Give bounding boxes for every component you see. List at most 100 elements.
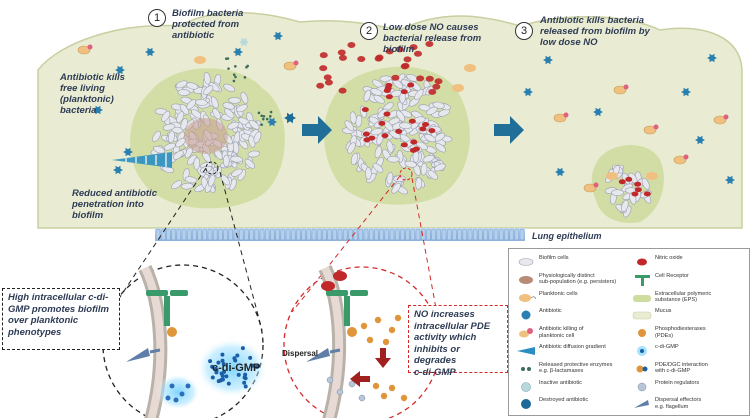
c-di-gmp-molecule [243, 384, 248, 389]
epithelial-cell [447, 228, 452, 241]
protein-regulator [326, 376, 334, 384]
killing-marker [653, 124, 659, 130]
step-1-label: Biofilm bacteria protected from antibiot… [172, 8, 243, 41]
legend-label-line: planktonic cell [539, 332, 575, 339]
circle-clip-cover [100, 418, 400, 420]
legend-label: Biofilm cells [539, 255, 623, 261]
biofilm-cell [240, 91, 249, 104]
epithelial-cell [499, 228, 504, 241]
killing-marker [723, 114, 729, 120]
biofilm-cell [176, 111, 185, 124]
biofilm-cell [186, 99, 197, 110]
epithelial-cell [166, 228, 171, 241]
epithelial-cell [207, 228, 213, 241]
epithelial-cell [223, 228, 228, 241]
killing-marker [623, 84, 629, 90]
biofilm-cell [228, 97, 241, 104]
biofilm-cell [168, 130, 175, 144]
epithelial-cell [343, 228, 348, 241]
nitric-oxide-molecule [401, 62, 410, 69]
biofilm-cell [370, 88, 383, 96]
zoom-line-left-b [219, 171, 263, 331]
biofilm-cell [152, 130, 161, 143]
kill-line-1: Antibiotic kills [60, 72, 125, 83]
epithelial-cell [233, 228, 239, 241]
kill-line-2: free living [60, 83, 105, 94]
killing-marker [593, 182, 599, 188]
legend-label-line: Phosphodiesterases [655, 326, 706, 333]
c-di-gmp-cloud [196, 338, 268, 398]
pen-line-1: Reduced antibiotic [72, 188, 157, 199]
biofilm-cell [248, 119, 260, 130]
nitric-oxide-molecule [413, 50, 422, 57]
nitric-oxide-molecule [385, 48, 394, 55]
released-enzyme [265, 117, 269, 121]
nitric-oxide-molecule [631, 191, 639, 197]
epithelial-cell [389, 228, 395, 241]
callout-left-line-3: over planktonic [8, 315, 79, 326]
membrane-right [318, 265, 347, 420]
biofilm-cell [433, 163, 446, 172]
nitric-oxide-molecule [374, 55, 383, 62]
biofilm-cell [211, 96, 219, 109]
epithelial-cell [369, 228, 374, 241]
biofilm-cell [202, 85, 214, 96]
membrane-left [138, 265, 168, 420]
nitric-oxide-molecule [347, 41, 356, 48]
legend-item: Cell Receptor [631, 273, 747, 289]
epithelial-cell [192, 228, 197, 241]
c-di-gmp-molecule [210, 364, 215, 369]
lung-epithelium-label: Lung epithelium [532, 231, 602, 241]
nitric-oxide-molecule [385, 82, 393, 88]
antibiotic-molecule [123, 147, 133, 157]
biofilm-cell [386, 140, 394, 153]
c-di-gmp-molecule [173, 397, 179, 403]
nitric-oxide-molecule [428, 128, 436, 134]
released-enzyme [234, 65, 237, 68]
pde-molecule [400, 394, 408, 402]
nitric-oxide-molecule [337, 49, 346, 56]
legend-item: Inactive antibiotic [515, 380, 631, 396]
callout-right-line-1: NO increases [414, 309, 475, 320]
epithelial-cell [244, 228, 249, 241]
cell-receptor-left [146, 290, 188, 337]
nitric-oxide-molecule [432, 83, 441, 90]
biofilm-cell [175, 80, 188, 89]
no-pde-callout: NO increases intracellular PDE activity … [408, 305, 508, 378]
epithelial-cell [384, 228, 389, 241]
killing-marker [563, 112, 569, 118]
nitric-oxide-molecule [634, 181, 642, 187]
c-di-gmp-molecule [208, 359, 213, 364]
pde-molecule [380, 392, 388, 400]
nitric-oxide-molecule [409, 44, 418, 51]
antibiotic-molecule [267, 117, 277, 127]
planktonic-cell [452, 84, 464, 92]
nitric-oxide-molecule [383, 111, 391, 117]
biofilm-cell [414, 89, 424, 100]
nitric-oxide-molecule [409, 147, 417, 153]
epithelial-cell [259, 228, 265, 241]
nitric-oxide-molecule [381, 133, 389, 139]
biofilm-cell [392, 79, 404, 89]
legend-item: Antibiotic diffusion gradient [515, 344, 631, 360]
biofilm-cell [437, 109, 451, 117]
pde-molecule [394, 314, 402, 322]
biofilm-cell [424, 134, 436, 143]
antibiotic-molecule [555, 167, 565, 177]
step-2-line-2: bacterial release from [383, 33, 482, 44]
released-enzyme [232, 73, 236, 77]
epithelial-cell [155, 228, 161, 241]
legend-label: Inactive antibiotic [539, 380, 623, 386]
legend-label-line: substance (EPS) [655, 297, 697, 303]
epithelial-cell [197, 228, 202, 241]
c-di-gmp-molecule [220, 377, 225, 382]
step-3-line-2: released from biofilm by [540, 26, 650, 37]
antibiotic-molecule [145, 47, 155, 57]
epithelial-cell [238, 228, 244, 241]
protein-regulators-icon [631, 380, 653, 394]
biofilm-cell [172, 150, 184, 160]
